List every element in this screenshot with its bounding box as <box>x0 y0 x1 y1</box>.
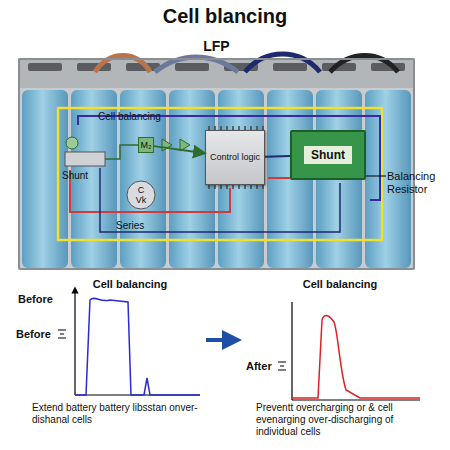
node-text: Control logic <box>210 152 260 163</box>
node-text: M₂ <box>141 140 152 150</box>
shunt-wire <box>268 177 290 179</box>
measurement-box: M₂ <box>138 137 154 153</box>
y-axis <box>291 302 292 400</box>
control-chip: Control logic <box>205 130 265 185</box>
connector <box>154 146 205 153</box>
cable <box>245 54 320 72</box>
chart-caption: Preventt overcharging or & cell evenargi… <box>256 402 428 438</box>
circle-shape <box>127 181 155 209</box>
sensor-block <box>65 152 105 166</box>
node-text-area: Control logic <box>206 131 264 184</box>
node-text-area: CVk <box>126 180 156 210</box>
section-label: Cell balancing <box>98 111 188 123</box>
node-text: Shunt <box>304 146 352 164</box>
voltage-curve <box>292 316 420 398</box>
node-text: Vk <box>136 195 147 205</box>
shunt-board: Shunt <box>290 130 366 180</box>
sense-circle: CVk <box>126 180 156 210</box>
lfp-cell <box>22 90 68 268</box>
part-label: Balancing Resistor <box>387 170 449 196</box>
terminal-slot <box>28 63 62 71</box>
terminal-slot <box>175 63 209 71</box>
battery-symbol <box>58 330 66 338</box>
signal-wire <box>105 145 138 159</box>
axis-label: Before <box>16 328 60 340</box>
node-text-area: M₂ <box>139 138 153 152</box>
amplifier-symbol <box>162 139 172 151</box>
leader-line <box>366 176 386 177</box>
part-label: Shunt <box>62 170 102 182</box>
battery-case <box>18 58 415 270</box>
battery-lid <box>18 58 415 88</box>
battery-pack: LFPM₂Control logicShuntCVk <box>18 58 415 270</box>
pack-heading: LFP <box>20 38 413 54</box>
sense-wire <box>58 108 382 240</box>
part-label: Series <box>116 220 166 232</box>
x-axis <box>292 399 420 400</box>
chart-heading: Cell balancing <box>280 278 400 290</box>
node-text-area: Shunt <box>292 132 364 178</box>
terminal-slot <box>273 63 307 71</box>
chart-heading: Cell balancing <box>70 278 190 290</box>
sense-amp <box>66 137 78 149</box>
amplifier-symbol <box>180 139 190 151</box>
bus-wire <box>78 116 380 200</box>
axis-label: Before <box>18 293 68 305</box>
transition-arrow <box>206 338 230 342</box>
node-text: C <box>138 185 145 195</box>
y-axis <box>74 290 75 395</box>
chart-caption: Extend battery battery libsstan onver-di… <box>32 402 210 426</box>
diagram-title: Cell blancing <box>0 5 450 28</box>
axis-label: After <box>246 360 280 372</box>
voltage-curve <box>75 298 200 395</box>
connector <box>265 155 290 158</box>
battery-symbol <box>278 362 286 370</box>
